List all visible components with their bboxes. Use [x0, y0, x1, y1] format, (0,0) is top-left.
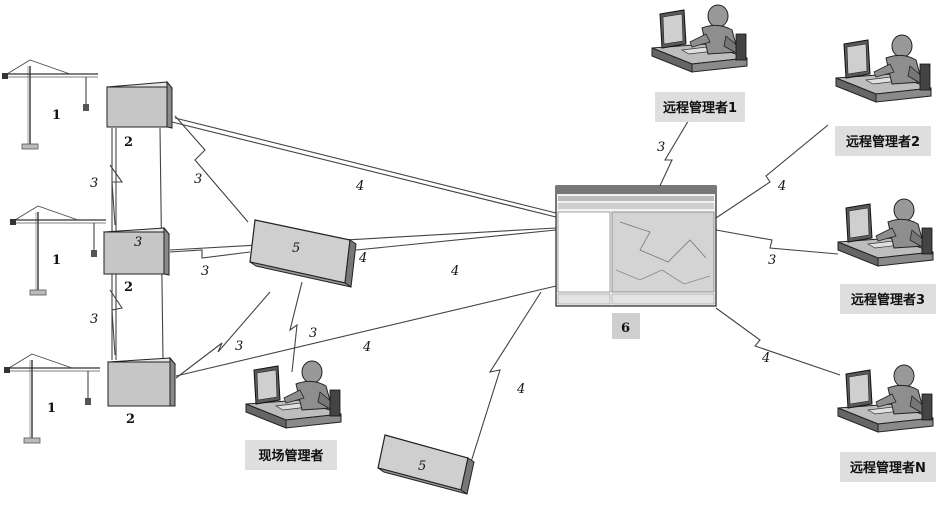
- link-label-4d: 4: [362, 340, 371, 355]
- onsite-manager-label: 现场管理者: [258, 448, 323, 464]
- data-terminal-bottom: 2: [106, 356, 177, 427]
- link-label-3f: 3: [235, 339, 243, 354]
- tower-crane-3: [3, 353, 101, 444]
- remote-manager-2: 远程管理者2: [835, 34, 932, 156]
- monitoring-server-window: 6: [555, 185, 717, 339]
- wireless-link-labels: 3 3 3 3 3 3 3 3 3: [90, 140, 776, 354]
- remote-manager-2-label: 远程管理者2: [846, 134, 920, 150]
- crane-label-3: 1: [47, 401, 56, 416]
- remote-manager-n: 远程管理者N: [837, 364, 936, 482]
- link-label-4f: 4: [777, 179, 786, 194]
- wireless-links: [109, 115, 841, 463]
- link-label-3e: 3: [201, 264, 209, 279]
- relay-device-center: 5: [249, 219, 357, 288]
- link-label-3g: 3: [309, 326, 317, 341]
- terminal-label-bottom: 2: [126, 412, 135, 427]
- relay-label-center: 5: [292, 241, 300, 256]
- crane-label-1: 1: [52, 108, 61, 123]
- data-terminal-top: 2: [105, 80, 174, 150]
- data-terminal-mid: 2: [102, 226, 171, 295]
- terminal-label-top: 2: [124, 135, 133, 150]
- remote-manager-3-label: 远程管理者3: [851, 292, 925, 308]
- onsite-manager-workstation: 现场管理者: [245, 360, 342, 470]
- remote-manager-1-label: 远程管理者1: [663, 100, 737, 116]
- link-label-3c: 3: [134, 235, 142, 250]
- link-label-4b: 4: [358, 251, 367, 266]
- server-label: 6: [621, 321, 630, 336]
- link-label-4c: 4: [450, 264, 459, 279]
- relay-device-bottom: 5: [377, 434, 475, 495]
- crane-label-2: 1: [52, 253, 61, 268]
- remote-manager-3: 远程管理者3: [837, 198, 936, 314]
- network-link-labels: 4 4 4 4 4 4 4: [355, 179, 786, 397]
- terminal-label-mid: 2: [124, 280, 133, 295]
- crane-labels: 1 1 1: [47, 108, 61, 416]
- tower-crane-2: [9, 205, 107, 296]
- link-label-3i: 3: [768, 253, 776, 268]
- link-label-3b: 3: [90, 312, 98, 327]
- tower-crane-1: [1, 59, 99, 150]
- link-label-4g: 4: [761, 351, 770, 366]
- link-label-4a: 4: [355, 179, 364, 194]
- link-label-3h: 3: [657, 140, 665, 155]
- remote-manager-n-label: 远程管理者N: [850, 460, 926, 476]
- relay-label-bottom: 5: [418, 459, 426, 474]
- link-label-3d: 3: [194, 172, 202, 187]
- link-label-3a: 3: [90, 176, 98, 191]
- link-label-4e: 4: [516, 382, 525, 397]
- remote-manager-1: 远程管理者1: [651, 4, 748, 122]
